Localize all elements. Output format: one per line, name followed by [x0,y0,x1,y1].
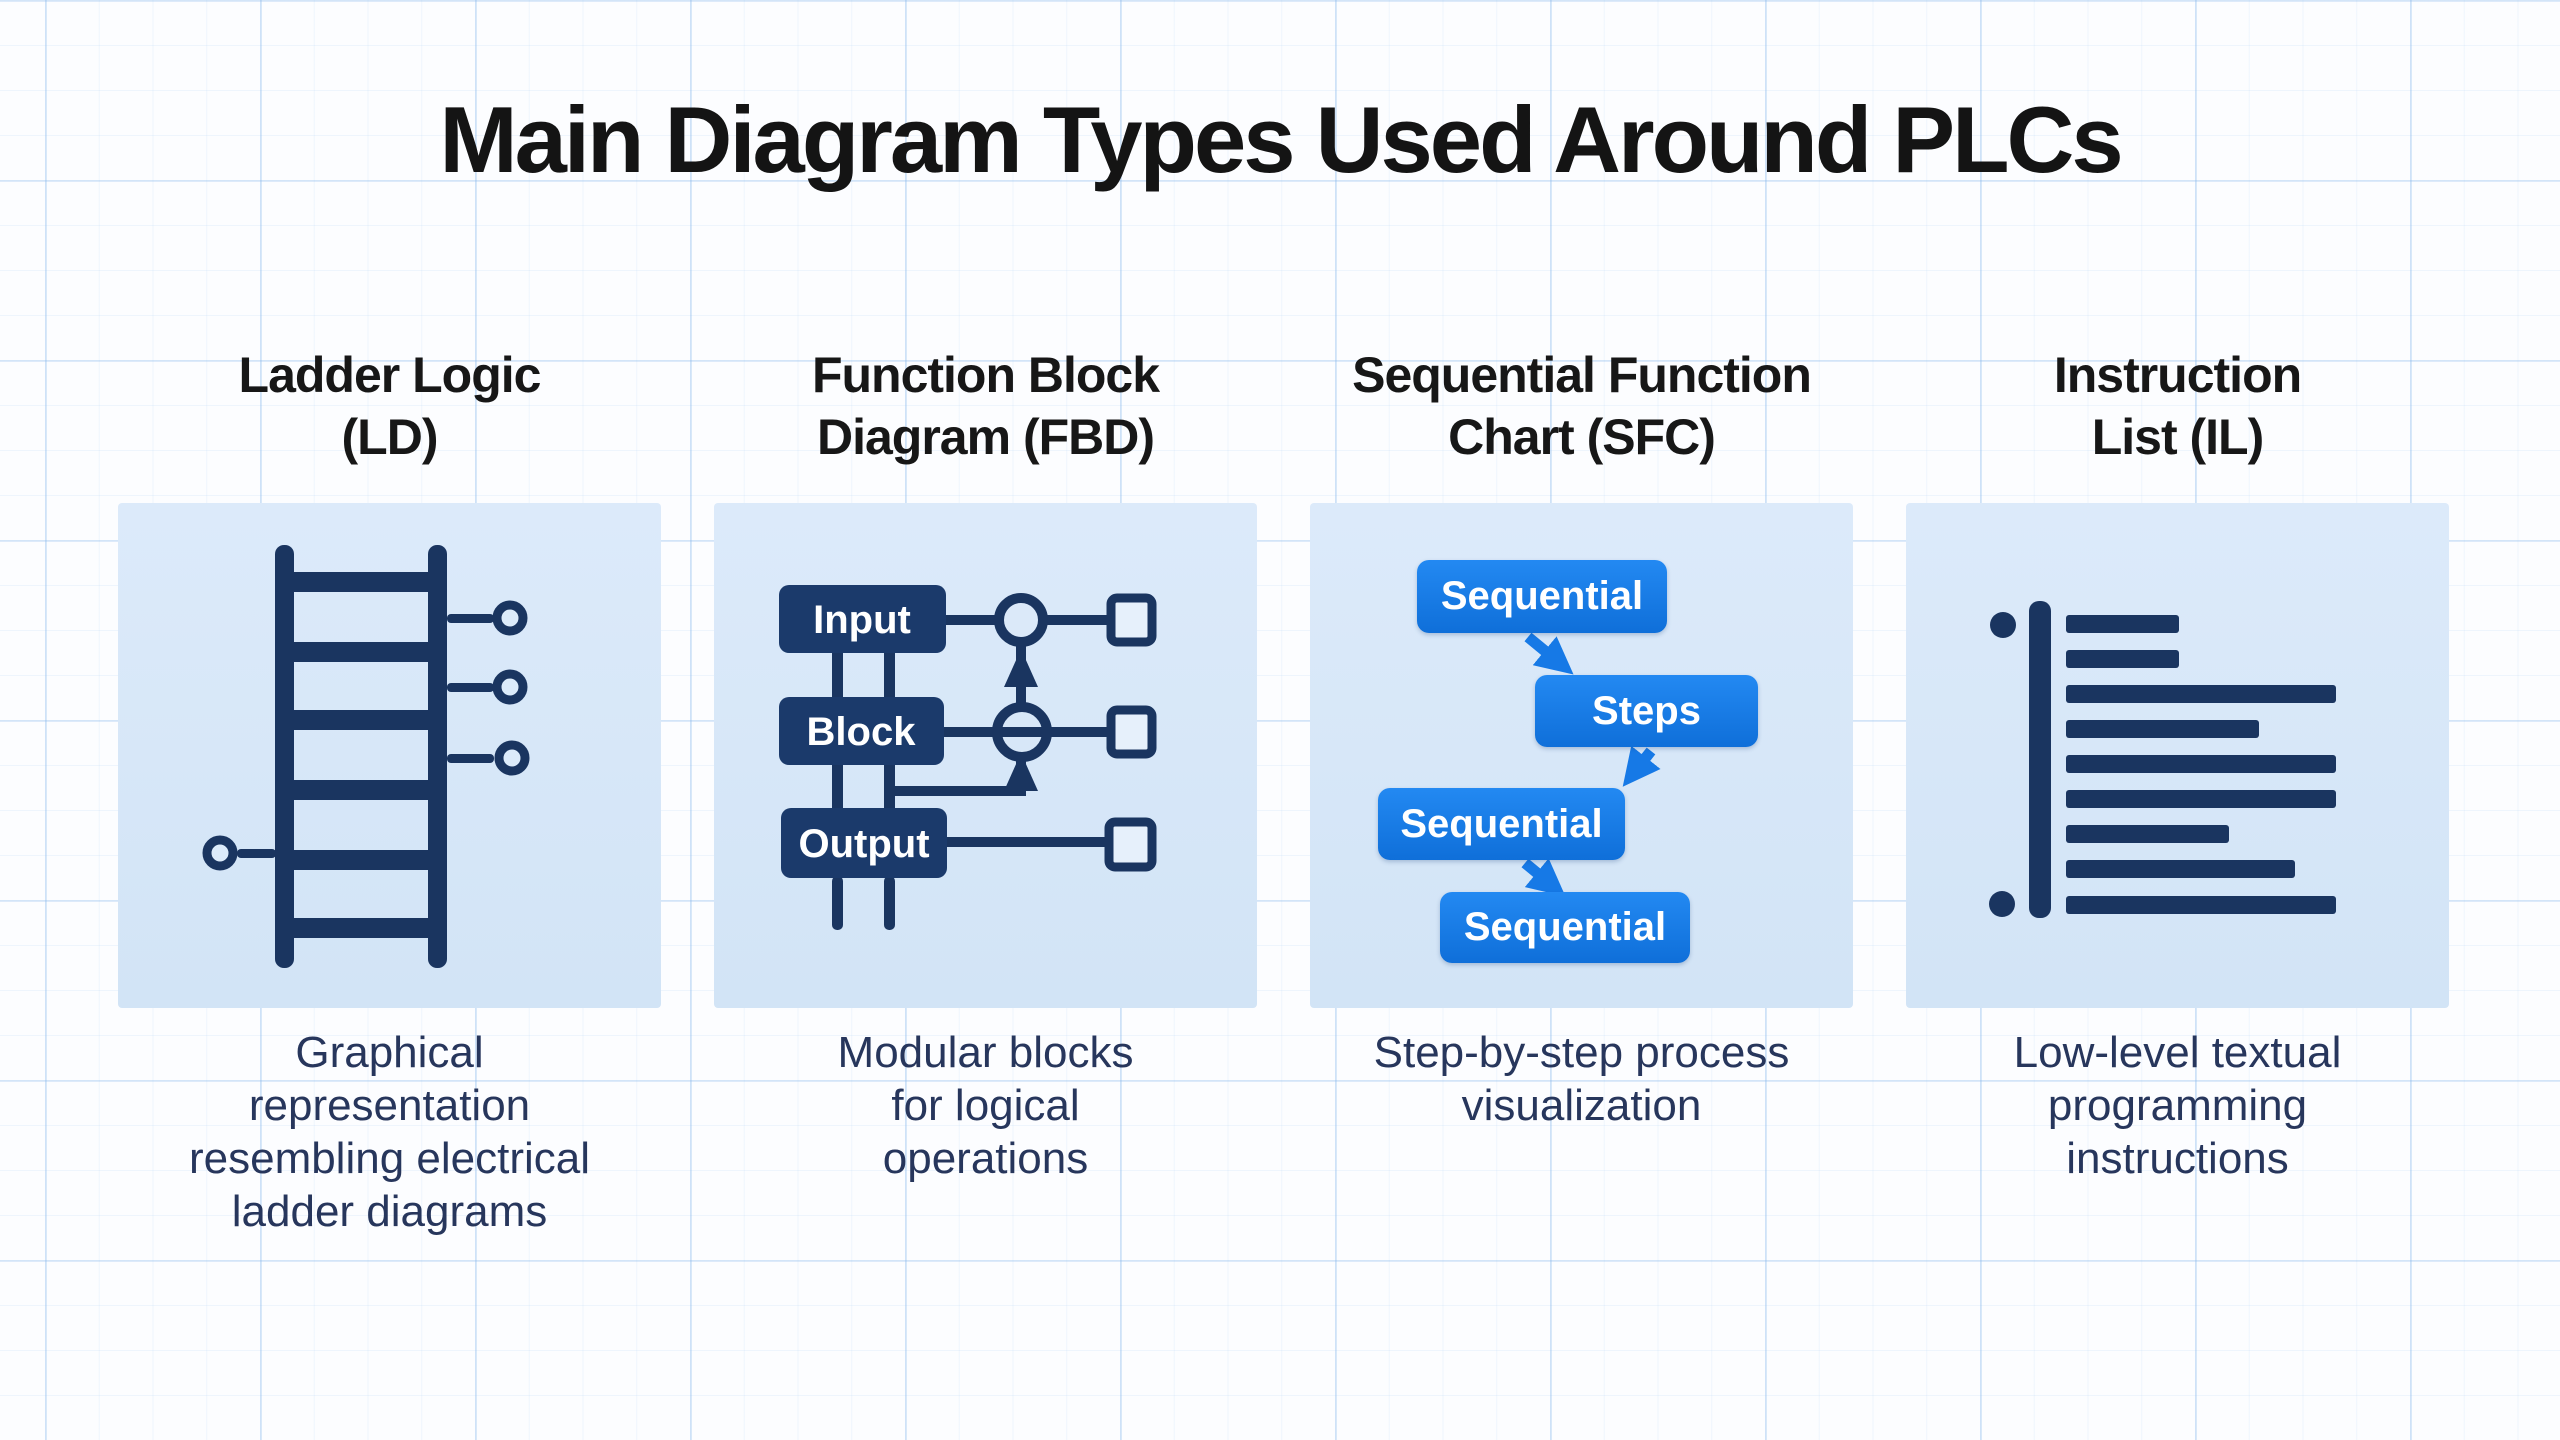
description-line: representation [248,1081,531,1130]
column-title-line: Diagram (FBD) [816,409,1155,465]
description-line: Step-by-step process [1373,1028,1790,1077]
column-title-line: (LD) [341,409,439,465]
column-title-line: Chart (SFC) [1448,409,1716,465]
sfc-step-box: Steps [1535,675,1758,747]
column-title-ladder-logic: Ladder Logic (LD) [58,344,721,468]
description-ladder-logic: Graphical representation resembling elec… [78,1026,701,1238]
column-title-line: Instruction [2053,347,2302,403]
description-line: programming [2047,1081,2308,1130]
sfc-step-box: Sequential [1417,560,1667,633]
description-line: instructions [2066,1134,2289,1183]
fbd-block-label: Block [807,710,917,754]
column-instruction-list: Instruction List (IL) Low-level textual … [1906,0,2449,1440]
column-title-instruction-list: Instruction List (IL) [1846,344,2509,468]
function-block-diagram-icon: Input Block Output [779,585,1157,930]
instruction-list-icon [1989,601,2336,918]
function-block-diagram-card: Input Block Output [714,503,1257,1008]
column-sequential-function-chart: Sequential Function Chart (SFC) Sequenti… [1310,0,1853,1440]
description-line: visualization [1461,1081,1702,1130]
description-function-block-diagram: Modular blocks for logical operations [674,1026,1297,1185]
sequential-function-chart-card: Sequential Steps Sequential Sequential [1310,503,1853,1008]
instruction-list-card [1906,503,2449,1008]
ladder-logic-icon [202,545,530,968]
column-title-line: List (IL) [2091,409,2265,465]
column-title-line: Ladder Logic [238,347,542,403]
column-title-line: Sequential Function [1352,347,1812,403]
sfc-step-box: Sequential [1440,892,1690,963]
fbd-input-label: Input [813,598,911,642]
sfc-step-box: Sequential [1378,788,1625,860]
description-instruction-list: Low-level textual programming instructio… [1866,1026,2489,1185]
description-line: Low-level textual [2013,1028,2342,1077]
sequential-function-chart-icon [1521,632,1661,897]
column-ladder-logic: Ladder Logic (LD) [118,0,661,1440]
description-line: operations [882,1134,1089,1183]
fbd-output-label: Output [798,822,929,866]
ladder-logic-card [118,503,661,1008]
description-line: for logical [891,1081,1080,1130]
column-title-function-block-diagram: Function Block Diagram (FBD) [654,344,1317,468]
column-function-block-diagram: Function Block Diagram (FBD) [714,0,1257,1440]
description-line: Graphical [295,1028,484,1077]
description-sequential-function-chart: Step-by-step process visualization [1270,1026,1893,1132]
description-line: Modular blocks [837,1028,1134,1077]
description-line: resembling electrical [188,1134,591,1183]
column-title-line: Function Block [811,347,1160,403]
column-title-sequential-function-chart: Sequential Function Chart (SFC) [1250,344,1913,468]
page-title: Main Diagram Types Used Around PLCs [439,87,2123,192]
description-line: ladder diagrams [231,1187,548,1236]
